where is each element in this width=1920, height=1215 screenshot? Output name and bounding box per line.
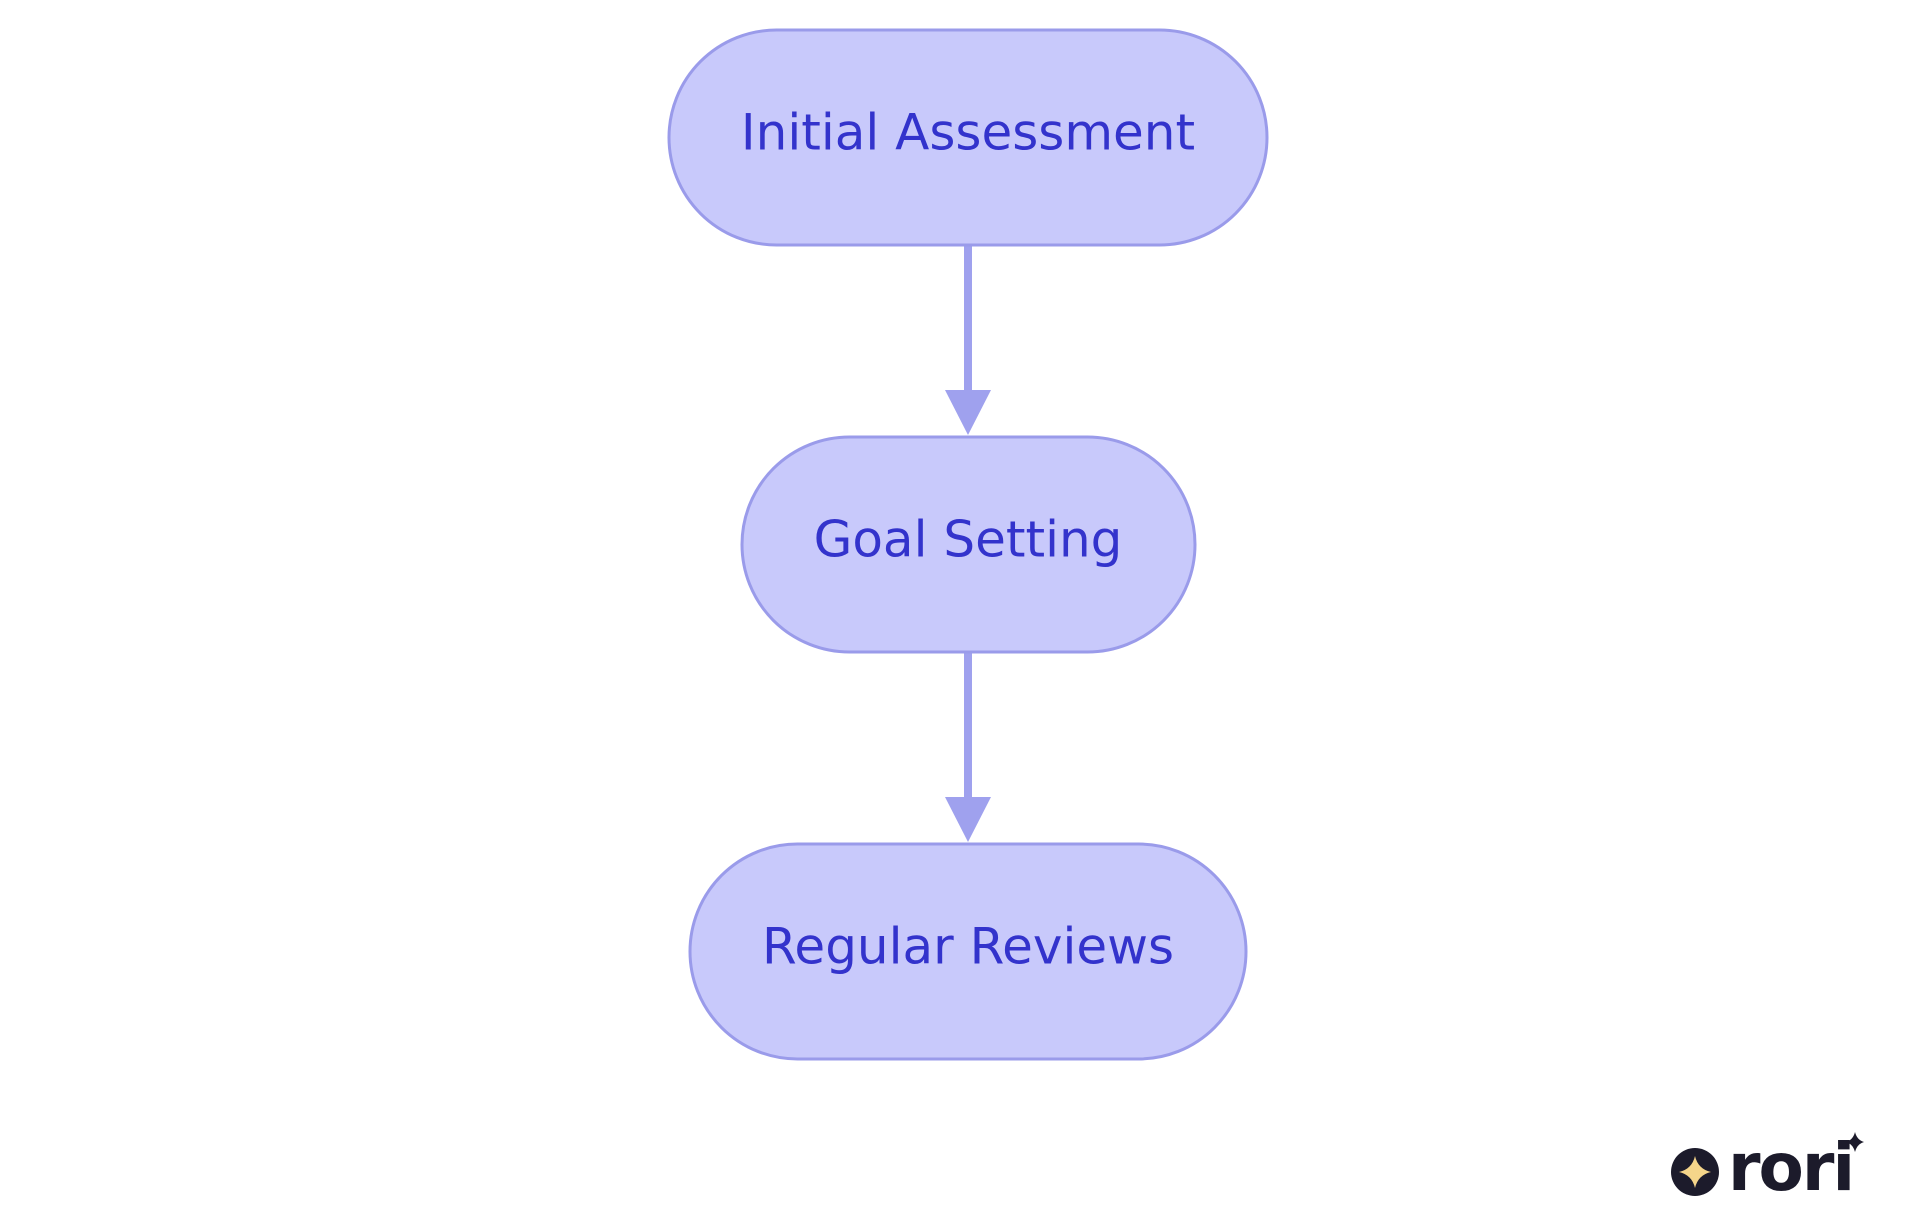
rori-logo: rori	[1671, 1129, 1864, 1206]
star-icon	[1846, 1132, 1864, 1152]
node-label: Regular Reviews	[762, 918, 1174, 976]
arrowhead-icon	[945, 390, 991, 435]
arrowhead-icon	[945, 797, 991, 842]
edge-goal-to-reviews	[945, 652, 991, 842]
node-label: Initial Assessment	[741, 104, 1195, 162]
node-goal-setting: Goal Setting	[740, 435, 1197, 654]
node-label: Goal Setting	[814, 511, 1123, 569]
logo-wordmark: rori	[1728, 1129, 1853, 1206]
node-initial-assessment: Initial Assessment	[667, 28, 1269, 247]
node-regular-reviews: Regular Reviews	[688, 842, 1248, 1061]
edge-initial-to-goal	[945, 245, 991, 435]
